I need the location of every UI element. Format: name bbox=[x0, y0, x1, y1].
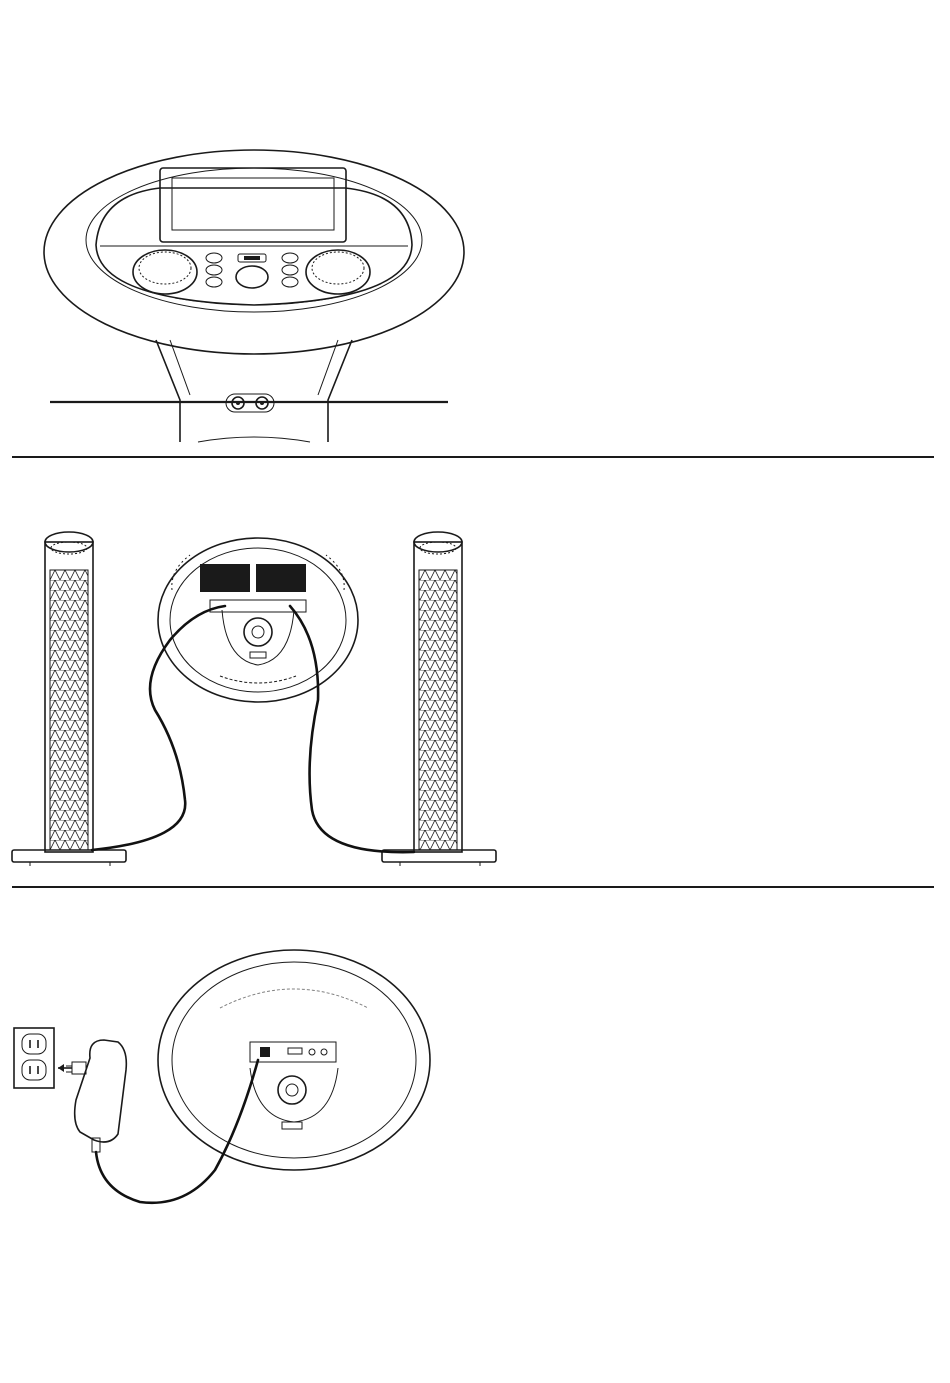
right-speaker-tower bbox=[382, 532, 496, 866]
speaker-cable-icon bbox=[0, 460, 520, 880]
section-divider-1 bbox=[12, 456, 934, 458]
wall-outlet-icon bbox=[14, 1028, 54, 1088]
unit-back-full-view bbox=[158, 950, 430, 1170]
left-speaker-cable bbox=[92, 606, 225, 850]
power-cable bbox=[96, 1060, 258, 1203]
figure-power-adapter-connection bbox=[0, 890, 460, 1250]
right-speaker-cable bbox=[290, 606, 414, 852]
figure-speaker-tower-connection bbox=[0, 460, 520, 880]
unit-back-view bbox=[158, 538, 358, 702]
left-speaker-tower bbox=[12, 532, 126, 866]
figure-karaoke-front-view bbox=[0, 0, 500, 450]
section-divider-2 bbox=[12, 886, 934, 888]
power-adapter-brick bbox=[66, 1040, 126, 1152]
karaoke-machine-front-icon bbox=[0, 0, 500, 450]
power-adapter-icon bbox=[0, 890, 460, 1250]
